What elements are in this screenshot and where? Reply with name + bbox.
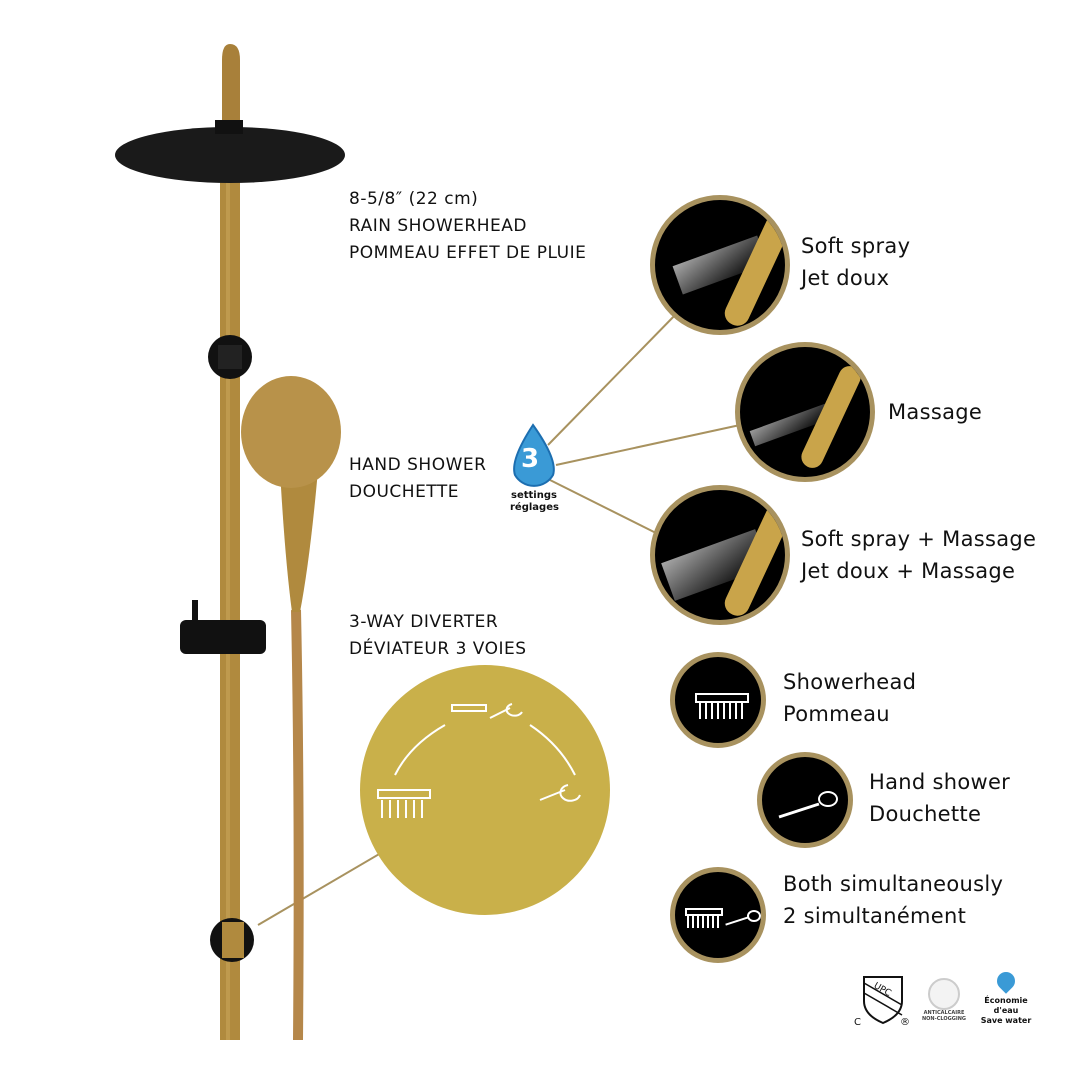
rain-showerhead: [115, 127, 345, 183]
diverter-mode-3: Both simultaneously 2 simultanément: [783, 868, 1003, 932]
diverter-arrows: [377, 703, 581, 818]
eco-fr1: Économie: [984, 996, 1028, 1005]
hand-fr: DOUCHETTE: [349, 482, 460, 502]
save-water-drop-icon: [993, 968, 1019, 994]
diverter-label: 3-WAY DIVERTER DÉVIATEUR 3 VOIES: [349, 609, 527, 663]
diverter-mode-fr: Douchette: [869, 802, 982, 826]
spray-mode-en: Soft spray: [801, 234, 911, 258]
rain-fr: POMMEAU EFFET DE PLUIE: [349, 243, 587, 263]
hand-shower-handle: [280, 470, 318, 612]
hand-label: HAND SHOWER DOUCHETTE: [349, 452, 486, 506]
eco-en: Save water: [980, 1016, 1032, 1025]
spray-mode-3: Soft spray + Massage Jet doux + Massage: [801, 523, 1036, 587]
soft-spray-image: [650, 195, 790, 335]
massage-image: [735, 342, 875, 482]
diverter-mode-2: Hand shower Douchette: [869, 766, 1010, 830]
eco-fr2: d'eau: [993, 1006, 1019, 1015]
upc-logo: UPC C ®: [854, 975, 910, 1028]
upc-c: C: [854, 1017, 861, 1028]
hose: [291, 609, 304, 1041]
hand-shower-head: [241, 376, 341, 488]
settings-en: settings: [511, 490, 557, 501]
spray-mode-fr: Jet doux: [801, 266, 890, 290]
diverter-mode-fr: Pommeau: [783, 702, 890, 726]
hand-shower-icon: [757, 752, 853, 848]
diverter-slider: [180, 620, 266, 654]
upc-r: ®: [900, 1017, 910, 1028]
rain-label: 8-5/8″ (22 cm) RAIN SHOWERHEAD POMMEAU E…: [349, 186, 586, 267]
diverter-mode-en: Hand shower: [869, 770, 1011, 794]
save-water-logo: Économie d'eau Save water: [978, 968, 1034, 1026]
diverter-en: 3-WAY DIVERTER: [349, 612, 499, 632]
both-outlets-icon: [670, 867, 766, 963]
shower-arm: [222, 44, 240, 130]
diverter-fr: DÉVIATEUR 3 VOIES: [349, 639, 527, 659]
diverter-disc: [360, 665, 610, 915]
showerhead-icon: [670, 652, 766, 748]
diverter-mode-en: Both simultaneously: [783, 872, 1004, 896]
settings-label: settings réglages: [510, 490, 559, 514]
nonclogging-text: NON-CLOGGING: [922, 1016, 966, 1022]
anticalcaire-logo: ANTICALCAIRE NON-CLOGGING: [920, 978, 968, 1022]
spray-mode-1: Soft spray Jet doux: [801, 230, 910, 294]
settings-number: 3: [521, 444, 540, 474]
spray-mode-fr: Jet doux + Massage: [801, 559, 1016, 583]
diverter-mode-fr: 2 simultanément: [783, 904, 967, 928]
settings-fr: réglages: [510, 502, 559, 513]
hand-en: HAND SHOWER: [349, 455, 487, 475]
water-drop-icon: [513, 423, 555, 487]
spray-mode-2: Massage: [888, 396, 982, 428]
rain-en: RAIN SHOWERHEAD: [349, 216, 527, 236]
rain-size: 8-5/8″ (22 cm): [349, 189, 479, 209]
anticalcaire-text: ANTICALCAIRE: [923, 1010, 965, 1016]
spray-mode-en: Massage: [888, 400, 983, 424]
spray-mode-en: Soft spray + Massage: [801, 527, 1037, 551]
diverter-mode-en: Showerhead: [783, 670, 917, 694]
diverter-mode-1: Showerhead Pommeau: [783, 666, 916, 730]
soft-spray-massage-image: [650, 485, 790, 625]
